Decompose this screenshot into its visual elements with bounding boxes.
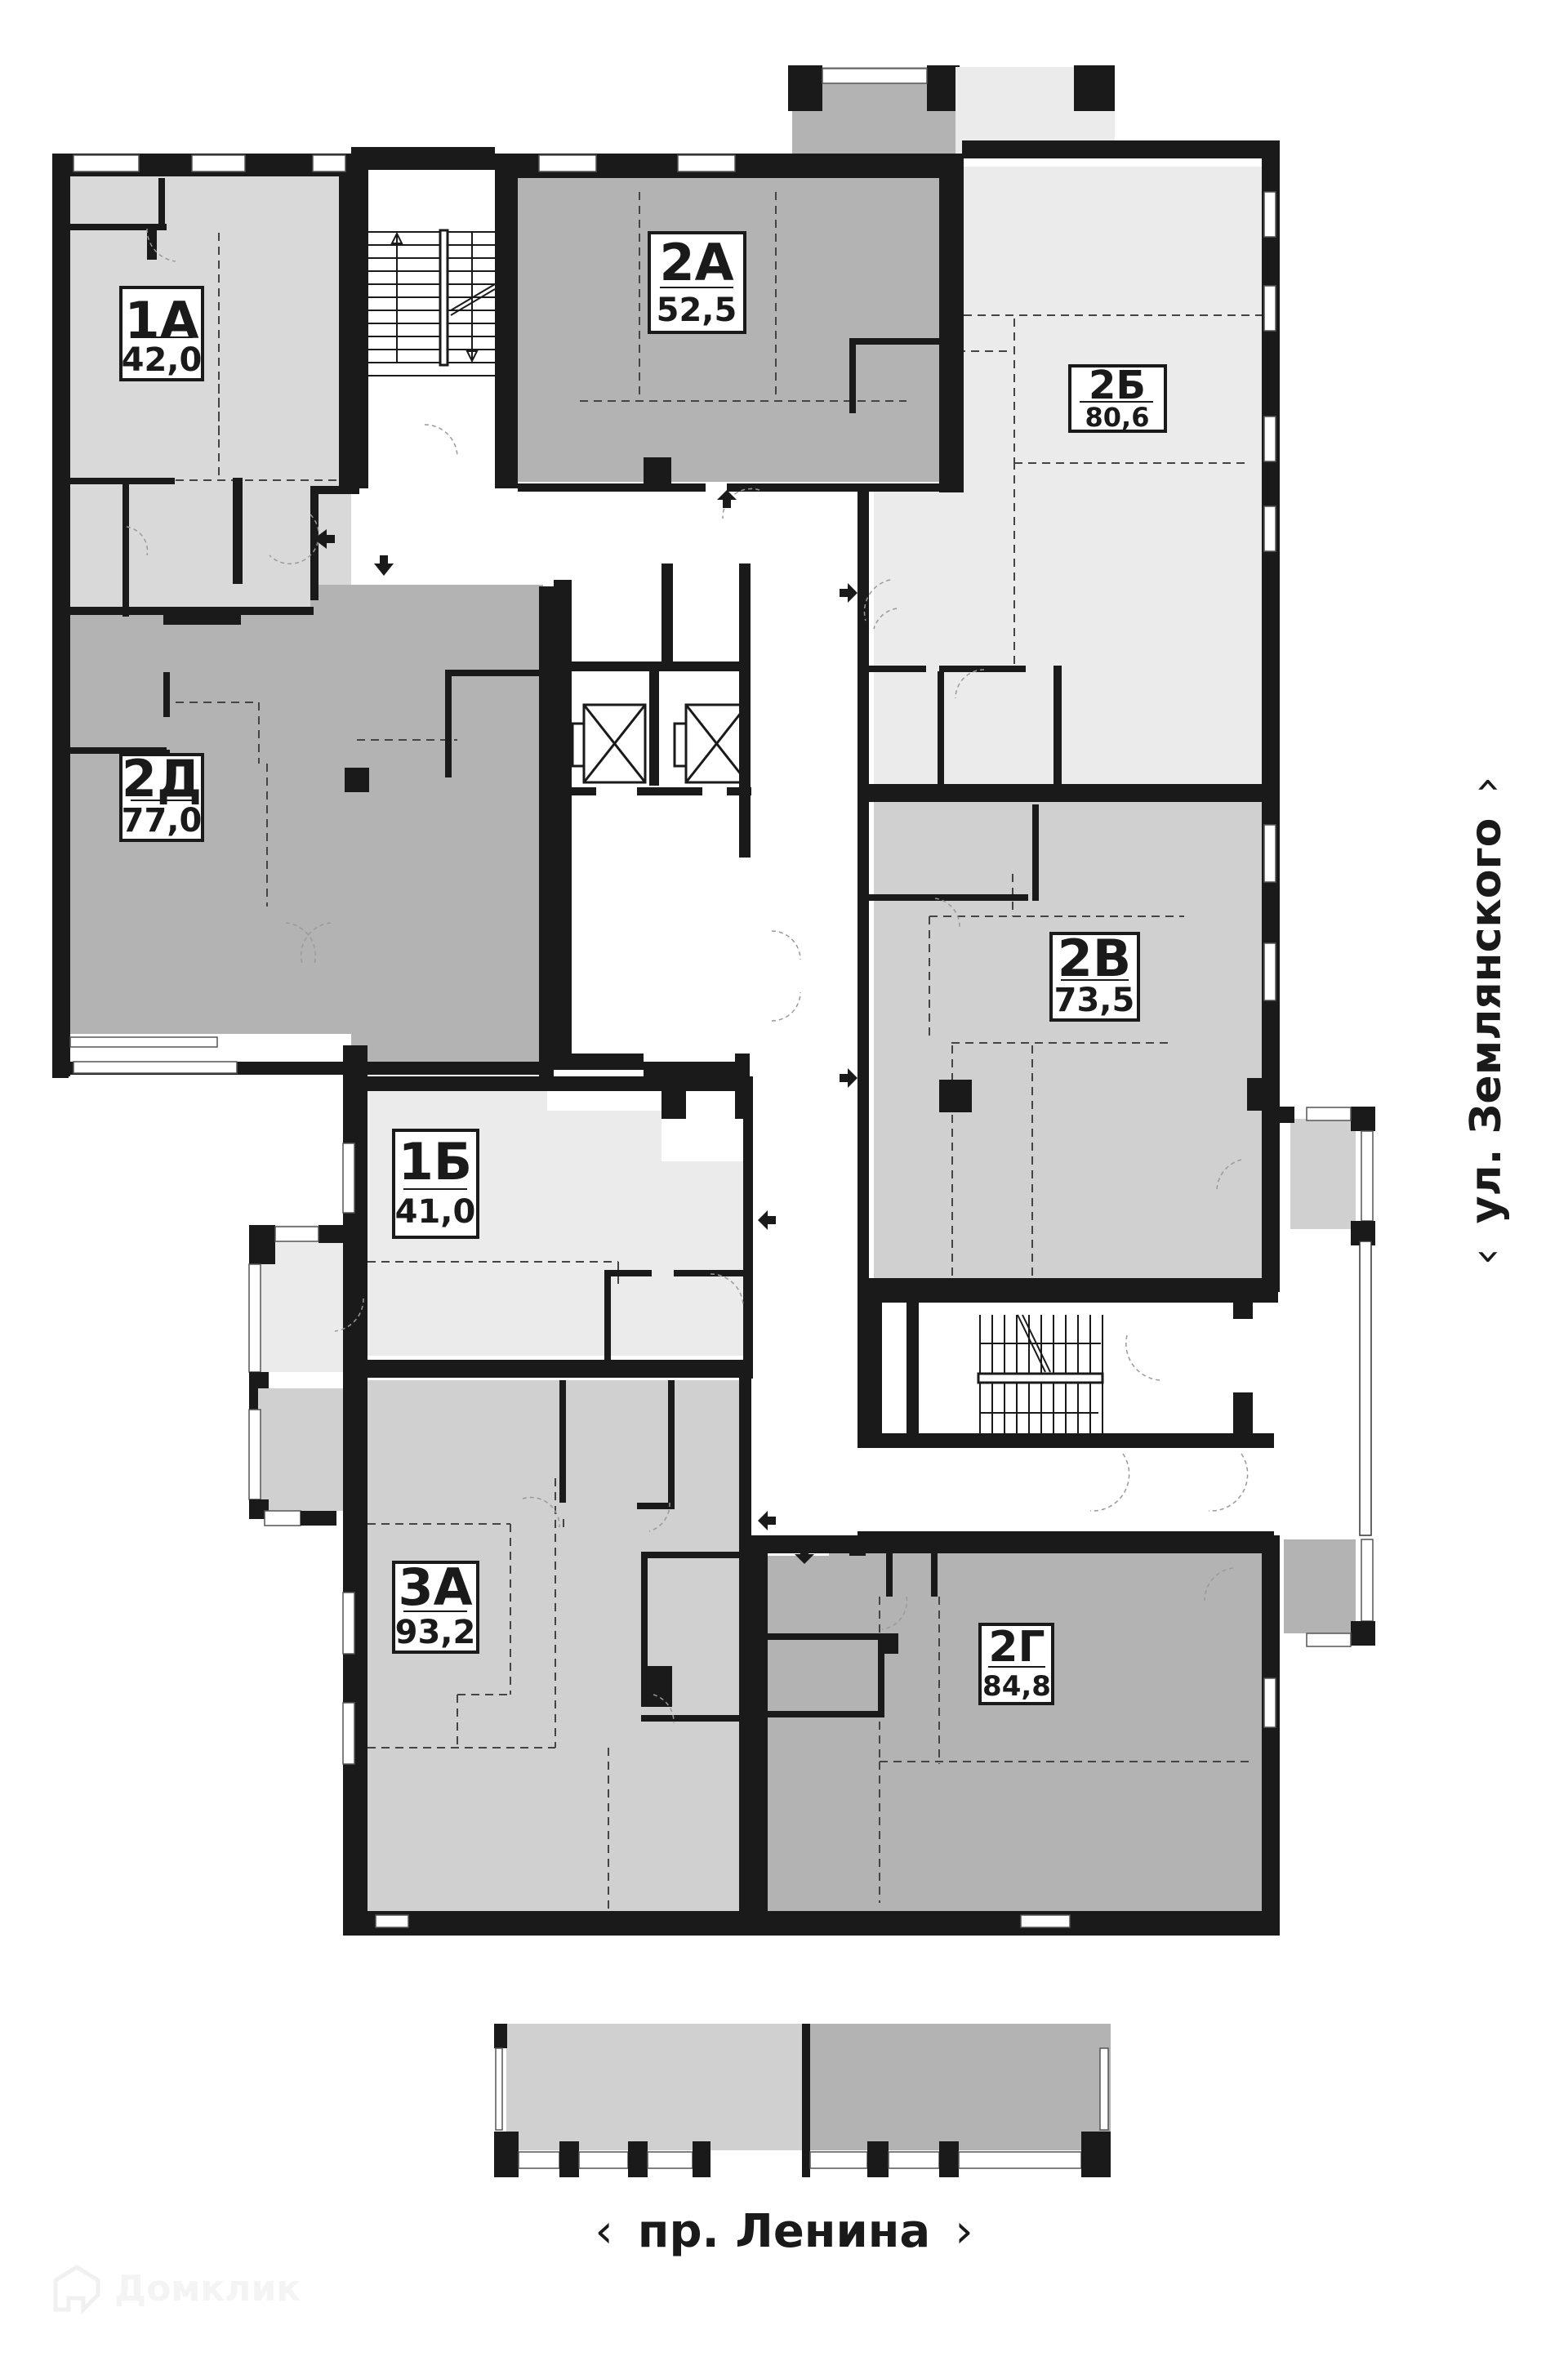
svg-text:93,2: 93,2: [395, 1614, 476, 1651]
windows: [69, 154, 1276, 1928]
arrow-down-icon: [374, 555, 394, 576]
unit-label-1b: 1Б 41,0: [392, 1129, 479, 1239]
unit-2b[interactable]: [874, 167, 1262, 784]
arrow-up-icon: [717, 490, 737, 508]
arrow-left-icon: [758, 1511, 776, 1530]
balcony-2a-top: [788, 65, 960, 158]
svg-text:42,0: 42,0: [122, 341, 203, 379]
unit-label-2v: 2В 73,5: [1049, 929, 1140, 1022]
watermark-text: Домклик: [114, 2267, 301, 2310]
svg-text:2Д: 2Д: [122, 749, 202, 809]
street-label-right: ‹ ул. Землянского ›: [1462, 752, 1511, 1290]
chevron-left-icon: ‹: [595, 2205, 613, 2258]
chevron-left-icon: ‹: [1462, 1248, 1511, 1266]
balcony-3a-left: [248, 1388, 348, 1526]
svg-text:1А: 1А: [124, 291, 198, 350]
svg-text:1Б: 1Б: [399, 1132, 472, 1192]
arrow-right-icon: [840, 1068, 858, 1088]
street-label-bottom: ‹ пр. Ленина ›: [0, 2205, 1568, 2258]
arrow-down-icon: [795, 1546, 814, 1564]
svg-text:77,0: 77,0: [122, 802, 203, 840]
svg-text:80,6: 80,6: [1085, 402, 1150, 433]
unit-label-2g: 2Г 84,8: [978, 1623, 1054, 1705]
balcony-2g-right: [1284, 1539, 1375, 1647]
walls: [52, 140, 1280, 1936]
unit-label-2a: 2А 52,5: [648, 231, 746, 334]
watermark: Домклик: [51, 2262, 301, 2314]
svg-text:2Б: 2Б: [1089, 363, 1146, 408]
svg-text:2Г: 2Г: [988, 1623, 1045, 1672]
unit-label-2d: 2Д 77,0: [119, 749, 204, 842]
unit-2d[interactable]: [69, 585, 543, 1070]
svg-text:3А: 3А: [398, 1557, 472, 1617]
elevator-2: [673, 703, 749, 784]
house-logo-icon: [53, 2265, 100, 2314]
staircase-2: [919, 1314, 1237, 1441]
arrow-right-icon: [840, 583, 858, 603]
svg-text:52,5: 52,5: [657, 292, 737, 329]
unit-2v[interactable]: [874, 800, 1262, 1282]
chevron-right-icon: ›: [955, 2205, 973, 2258]
balcony-3a-bottom: [494, 2024, 808, 2177]
glazed-wall: [1359, 1241, 1372, 1536]
svg-text:2В: 2В: [1058, 929, 1131, 988]
elevator-1: [571, 703, 647, 784]
svg-text:84,8: 84,8: [982, 1670, 1051, 1703]
doors: [126, 228, 1249, 1724]
street-name-lenina: пр. Ленина: [637, 2205, 931, 2258]
unit-2g[interactable]: [764, 1544, 1262, 1911]
staircase-1: [368, 170, 496, 488]
arrow-left-icon: [758, 1210, 776, 1230]
balcony-2g-bottom: [802, 2024, 1111, 2177]
unit-label-2b: 2Б 80,6: [1068, 363, 1167, 433]
arrow-left-icon: [314, 529, 335, 549]
balcony-1b-left: [248, 1225, 348, 1410]
chevron-right-icon: ›: [1462, 776, 1511, 794]
unit-label-3a: 3А 93,2: [392, 1557, 479, 1654]
unit-1a[interactable]: [69, 175, 351, 616]
unit-label-1a: 1А 42,0: [119, 286, 204, 381]
street-name-zemlyanskogo: ул. Землянского: [1462, 817, 1511, 1224]
svg-text:73,5: 73,5: [1054, 982, 1135, 1019]
balcony-2v-right: [1270, 1107, 1375, 1245]
svg-text:41,0: 41,0: [395, 1193, 476, 1231]
svg-text:2А: 2А: [659, 233, 733, 292]
